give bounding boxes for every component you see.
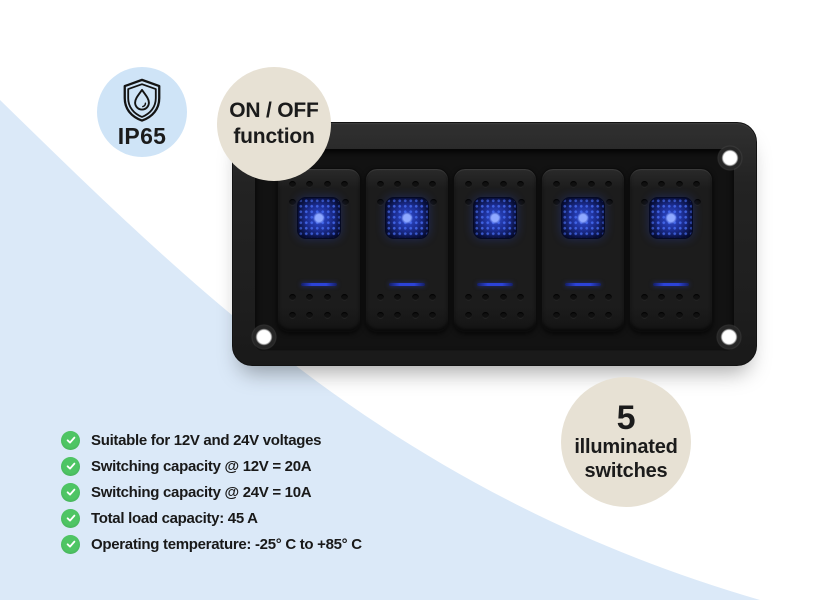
grip-dot-side <box>605 199 613 206</box>
grip-dots-bottom <box>288 294 349 301</box>
feature-item: Total load capacity: 45 A <box>61 505 362 531</box>
switch-count-line1: illuminated <box>574 436 678 459</box>
feature-item: Switching capacity @ 24V = 10A <box>61 479 362 505</box>
grip-dots-bottom <box>464 294 525 301</box>
switch-count-number: 5 <box>616 398 636 437</box>
switch-panel <box>232 122 757 366</box>
grip-dot-side <box>640 199 648 206</box>
grip-dots-top <box>288 181 349 188</box>
grip-dots-bottom <box>640 312 701 319</box>
rocker-switch <box>540 168 625 332</box>
switch-led-line <box>388 283 425 286</box>
feature-list: Suitable for 12V and 24V voltages Switch… <box>61 427 362 557</box>
checkmark-icon <box>61 430 80 450</box>
grip-dots-top <box>464 181 525 188</box>
feature-text: Switching capacity @ 12V = 20A <box>91 457 312 475</box>
grip-dot-side <box>288 199 296 206</box>
on-off-line1: ON / OFF <box>229 99 319 123</box>
feature-text: Suitable for 12V and 24V voltages <box>91 431 322 449</box>
grip-dot-side <box>429 199 437 206</box>
feature-item: Switching capacity @ 12V = 20A <box>61 453 362 479</box>
grip-dots-top <box>640 181 701 188</box>
switch-count-line2: switches <box>584 459 668 482</box>
on-off-line2: function <box>233 125 315 148</box>
grip-dot-side <box>376 199 384 206</box>
grip-dots-bottom <box>376 294 437 301</box>
switch-count-badge: 5 illuminated switches <box>561 377 691 507</box>
feature-item: Suitable for 12V and 24V voltages <box>61 427 362 453</box>
panel-recess <box>255 149 734 351</box>
grip-dot-side <box>693 199 701 206</box>
checkmark-icon <box>61 482 80 502</box>
grip-dot-side <box>341 199 349 206</box>
grip-dot-side <box>464 199 472 206</box>
feature-item: Operating temperature: -25° C to +85° C <box>61 531 362 557</box>
switch-led-lens <box>648 197 693 239</box>
rocker-switch <box>628 168 713 332</box>
screw-hole-bottom-left <box>251 324 277 350</box>
screw-hole-top-right <box>717 145 743 171</box>
ip-rating-label: IP65 <box>117 123 167 149</box>
switch-led-line <box>652 283 689 286</box>
grip-dots-top <box>552 181 613 188</box>
screw-hole-bottom-right <box>716 324 742 350</box>
feature-text: Operating temperature: -25° C to +85° C <box>91 535 362 553</box>
grip-dots-bottom <box>552 312 613 319</box>
grip-dots-bottom <box>552 294 613 301</box>
switch-led-lens <box>560 197 605 239</box>
on-off-badge: ON / OFF function <box>217 67 331 181</box>
switch-led-line <box>564 283 601 286</box>
grip-dots-top <box>376 181 437 188</box>
grip-dot-side <box>552 199 560 206</box>
switch-led-lens <box>384 197 429 239</box>
shield-water-drop-icon <box>123 78 161 122</box>
grip-dots-bottom <box>288 312 349 319</box>
switch-row <box>276 168 713 332</box>
ip-rating-badge: IP65 <box>97 67 187 157</box>
checkmark-icon <box>61 456 80 476</box>
switch-led-lens <box>472 197 517 239</box>
rocker-switch <box>452 168 537 332</box>
grip-dots-bottom <box>376 312 437 319</box>
checkmark-icon <box>61 508 80 528</box>
grip-dot-side <box>517 199 525 206</box>
grip-dots-bottom <box>464 312 525 319</box>
grip-dots-bottom <box>640 294 701 301</box>
checkmark-icon <box>61 534 80 554</box>
rocker-switch <box>276 168 361 332</box>
feature-text: Switching capacity @ 24V = 10A <box>91 483 312 501</box>
rocker-switch <box>364 168 449 332</box>
switch-led-line <box>476 283 513 286</box>
switch-led-line <box>300 283 337 286</box>
switch-led-lens <box>296 197 341 239</box>
feature-text: Total load capacity: 45 A <box>91 509 258 527</box>
